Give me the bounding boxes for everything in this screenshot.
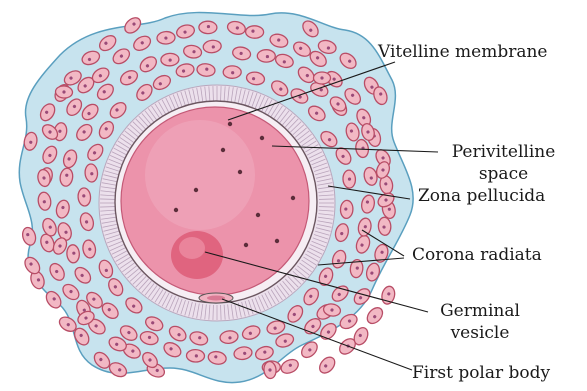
first-polar-body-inner (207, 296, 225, 301)
follicle-cell (317, 354, 338, 376)
follicle-cell (343, 170, 356, 189)
yolk-granule (221, 148, 225, 152)
yolk-granule (291, 196, 295, 200)
follicle-cell (340, 200, 353, 219)
label-first-polar-body: First polar body (412, 362, 550, 384)
yolk-granule (244, 243, 248, 247)
zona-striation (319, 207, 334, 208)
yolk-granule (260, 136, 264, 140)
follicle-cell (84, 164, 98, 183)
label-corona-radiata: Corona radiata (412, 244, 542, 266)
follicle-cell (199, 21, 217, 34)
follicle-cell (378, 217, 392, 236)
follicle-cell (245, 26, 263, 39)
follicle-cell (223, 66, 241, 79)
label-zona-pellucida: Zona pellucida (418, 185, 545, 207)
zona-striation (100, 207, 115, 208)
zona-striation (221, 305, 222, 320)
follicle-cell (364, 305, 385, 327)
follicle-cell (257, 50, 275, 62)
zona-striation (213, 86, 214, 101)
label-germinal-vesicle: Germinal vesicle (420, 300, 540, 344)
label-germinal-line1: Germinal (420, 300, 540, 322)
zona-striation (319, 199, 334, 200)
follicle-cell (157, 31, 176, 45)
label-perivitelline-line2: space (436, 163, 571, 185)
label-perivitelline-space: Perivitelline space (436, 141, 571, 185)
yolk-granule (174, 208, 178, 212)
label-germinal-line2: vesicle (420, 322, 540, 344)
yolk-granule (256, 213, 260, 217)
label-vitelline-membrane: Vitelline membrane (378, 41, 548, 63)
germinal-vesicle-highlight (179, 237, 205, 259)
label-perivitelline-line1: Perivitelline (436, 141, 571, 163)
yolk-granule (228, 122, 232, 126)
zona-striation (213, 305, 214, 320)
follicle-cell (66, 244, 80, 263)
yolk-granule (275, 239, 279, 243)
yolk-granule (194, 188, 198, 192)
follicle-cell (161, 53, 180, 66)
follicle-cell (186, 349, 204, 362)
follicle-cell (314, 72, 331, 84)
zona-striation (221, 86, 222, 101)
yolk-granule (238, 170, 242, 174)
zona-striation (100, 199, 115, 200)
ooplasm-highlight (145, 120, 255, 230)
